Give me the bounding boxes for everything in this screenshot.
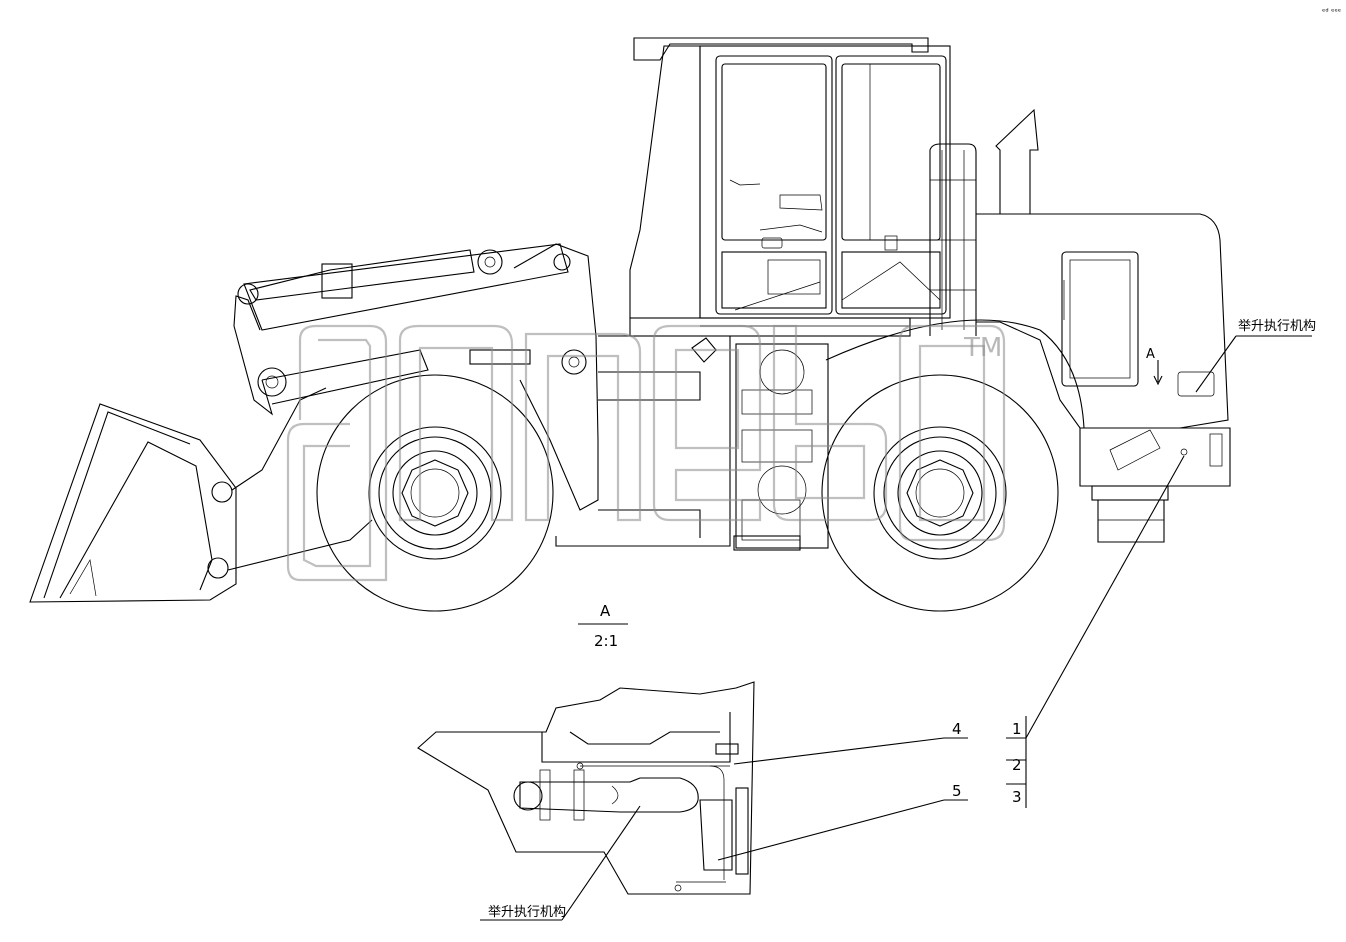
detail-scale-label: 2:1 (594, 632, 618, 650)
bucket (29, 403, 237, 603)
callout-2: 2 (1012, 756, 1022, 774)
top-leader (1195, 335, 1237, 393)
bottom-leader (561, 805, 641, 921)
callout-5: 5 (952, 782, 962, 800)
wheel-loader-side-view: A (29, 37, 1231, 612)
callout-3: 3 (1012, 788, 1022, 806)
callout-4-leader (733, 737, 945, 765)
corner-mark: ᵉᵈ ᵉᵉᵉ (1322, 7, 1341, 16)
lift-actuator-label-top: 举升执行机构 (1238, 319, 1316, 334)
detail-view-label: A (600, 602, 611, 620)
view-arrow-label: A (1146, 347, 1155, 362)
lift-actuator-label-bottom: 举升执行机构 (488, 905, 566, 920)
trademark-mark: TM (963, 333, 1002, 363)
detail-view-a (417, 681, 755, 895)
callout-1-leader (1025, 455, 1185, 739)
callout-5-leader (717, 799, 945, 861)
brand-watermark: TM (286, 324, 1006, 582)
callout-stack: 1 2 3 (1006, 716, 1027, 808)
front-wheel (316, 374, 554, 612)
callout-1: 1 (1012, 720, 1022, 738)
rear-wheel (821, 374, 1059, 612)
callout-4: 4 (952, 720, 962, 738)
